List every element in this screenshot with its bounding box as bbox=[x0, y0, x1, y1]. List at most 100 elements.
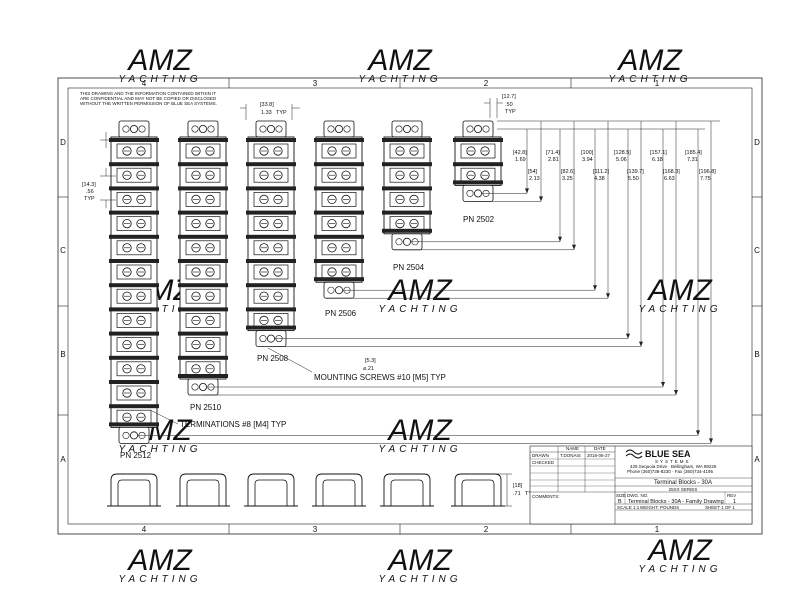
terminal-pocket bbox=[321, 143, 357, 159]
hole-dim-labels: [42.8] 1.69 [71.4] 2.81 [100] 3.94 [128.… bbox=[513, 150, 702, 163]
svg-text:YACHTING: YACHTING bbox=[378, 574, 461, 585]
terminal-pocket bbox=[253, 167, 289, 183]
terminal-block bbox=[178, 120, 228, 396]
comments-label: COMMENTS: bbox=[532, 494, 560, 499]
dimension-lines bbox=[134, 120, 720, 444]
tab-in: .50 bbox=[505, 102, 513, 108]
side-view bbox=[176, 473, 230, 507]
height-2504-in: 3.25 bbox=[562, 176, 573, 182]
screw-head bbox=[327, 125, 335, 133]
screw-head bbox=[482, 125, 490, 133]
barrier bbox=[109, 210, 159, 215]
terminal-pocket bbox=[321, 264, 357, 280]
terminal-pocket bbox=[185, 264, 221, 280]
terminal-pocket bbox=[389, 192, 425, 207]
width-mm: [33.8] bbox=[260, 102, 274, 108]
terminal-pocket bbox=[185, 143, 221, 159]
mounting-hole bbox=[266, 125, 275, 134]
hole-2510-mm: [157.1] bbox=[650, 150, 667, 156]
height-2508-mm: [139.7] bbox=[627, 169, 644, 175]
barrier bbox=[246, 234, 296, 239]
terminal-pocket bbox=[389, 167, 425, 183]
svg-text:AMZ: AMZ bbox=[386, 544, 453, 577]
screw-head bbox=[395, 125, 403, 133]
dim-arrow bbox=[626, 333, 630, 339]
company-line2: SYSTEMS bbox=[655, 459, 691, 464]
screw-head bbox=[411, 125, 419, 133]
terminal-pocket bbox=[185, 313, 221, 328]
barrier bbox=[109, 404, 159, 409]
terminal-block bbox=[246, 120, 296, 348]
row-drawn-name: T.DONAIS bbox=[560, 453, 581, 458]
width-dimension bbox=[240, 104, 300, 120]
zone-bottom-3: 3 bbox=[313, 525, 318, 534]
barrier bbox=[109, 355, 159, 360]
barrier bbox=[314, 138, 364, 142]
terminal-pocket bbox=[321, 240, 357, 256]
row-drawn-label: DRAWN bbox=[532, 453, 549, 458]
zone-right-D: D bbox=[754, 138, 760, 147]
side-view bbox=[107, 473, 161, 507]
pitch-in: .56 bbox=[86, 189, 94, 195]
tab-dimension bbox=[484, 98, 503, 118]
zone-right-C: C bbox=[754, 246, 760, 255]
width-typ: TYP bbox=[276, 110, 287, 116]
barrier bbox=[178, 307, 228, 312]
dim-arrow bbox=[709, 438, 713, 444]
mounting-hole bbox=[473, 125, 482, 134]
rev-label: REV bbox=[727, 493, 736, 498]
terminal-pocket bbox=[116, 337, 152, 352]
zone-left-A: A bbox=[60, 455, 66, 464]
terminal-block bbox=[382, 120, 432, 251]
col-date: DATE bbox=[594, 446, 606, 451]
side-height-mm: [18] bbox=[513, 483, 523, 489]
screw-head bbox=[191, 383, 199, 391]
hole-2504-mm: [71.4] bbox=[546, 150, 560, 156]
mounting-hole bbox=[129, 125, 138, 134]
company-phone: Phone (360)738-8230 · Fax (360)734-4195 bbox=[627, 469, 714, 474]
hole-2512-in: 7.31 bbox=[687, 157, 698, 163]
part-label-2512: PN 2512 bbox=[120, 451, 152, 460]
barrier bbox=[109, 283, 159, 288]
barrier bbox=[246, 210, 296, 215]
barrier bbox=[178, 234, 228, 239]
tab-typ: TYP bbox=[505, 109, 516, 115]
svg-text:AMZ: AMZ bbox=[366, 44, 433, 77]
side-view bbox=[451, 473, 505, 507]
terminal-pocket bbox=[460, 143, 496, 159]
sheet: SHEET 1 OF 1 bbox=[705, 505, 735, 510]
mounting-hole bbox=[334, 125, 343, 134]
svg-text:YACHTING: YACHTING bbox=[118, 444, 201, 455]
width-in: 1.33 bbox=[261, 110, 272, 116]
dwg-value: Terminal Blocks - 30A - Family Drawing bbox=[628, 499, 724, 505]
terminal-pocket bbox=[185, 361, 221, 377]
barrier bbox=[246, 162, 296, 167]
terminal-pocket bbox=[460, 167, 496, 183]
col-name: NAME bbox=[566, 446, 579, 451]
dim-arrow bbox=[593, 285, 597, 291]
svg-text:AMZ: AMZ bbox=[616, 44, 683, 77]
terminal-pocket bbox=[389, 216, 425, 231]
svg-text:YACHTING: YACHTING bbox=[118, 74, 201, 85]
part-label-2510: PN 2510 bbox=[190, 403, 222, 412]
rev-value: 1 bbox=[733, 499, 736, 505]
zone-left-C: C bbox=[60, 246, 66, 255]
terminal-block bbox=[453, 120, 503, 202]
svg-text:AMZ: AMZ bbox=[126, 544, 193, 577]
terminal-pocket bbox=[116, 143, 152, 159]
hole-2506-mm: [100] bbox=[581, 150, 594, 156]
side-view bbox=[380, 473, 434, 507]
zone-ticks bbox=[58, 78, 762, 534]
barrier bbox=[246, 307, 296, 312]
barrier bbox=[178, 186, 228, 191]
blue-sea-logo: BLUE SEA SYSTEMS bbox=[625, 449, 691, 464]
barrier bbox=[178, 138, 228, 142]
terminal-pocket bbox=[185, 192, 221, 207]
barrier bbox=[109, 138, 159, 142]
terminal-pocket bbox=[185, 337, 221, 352]
